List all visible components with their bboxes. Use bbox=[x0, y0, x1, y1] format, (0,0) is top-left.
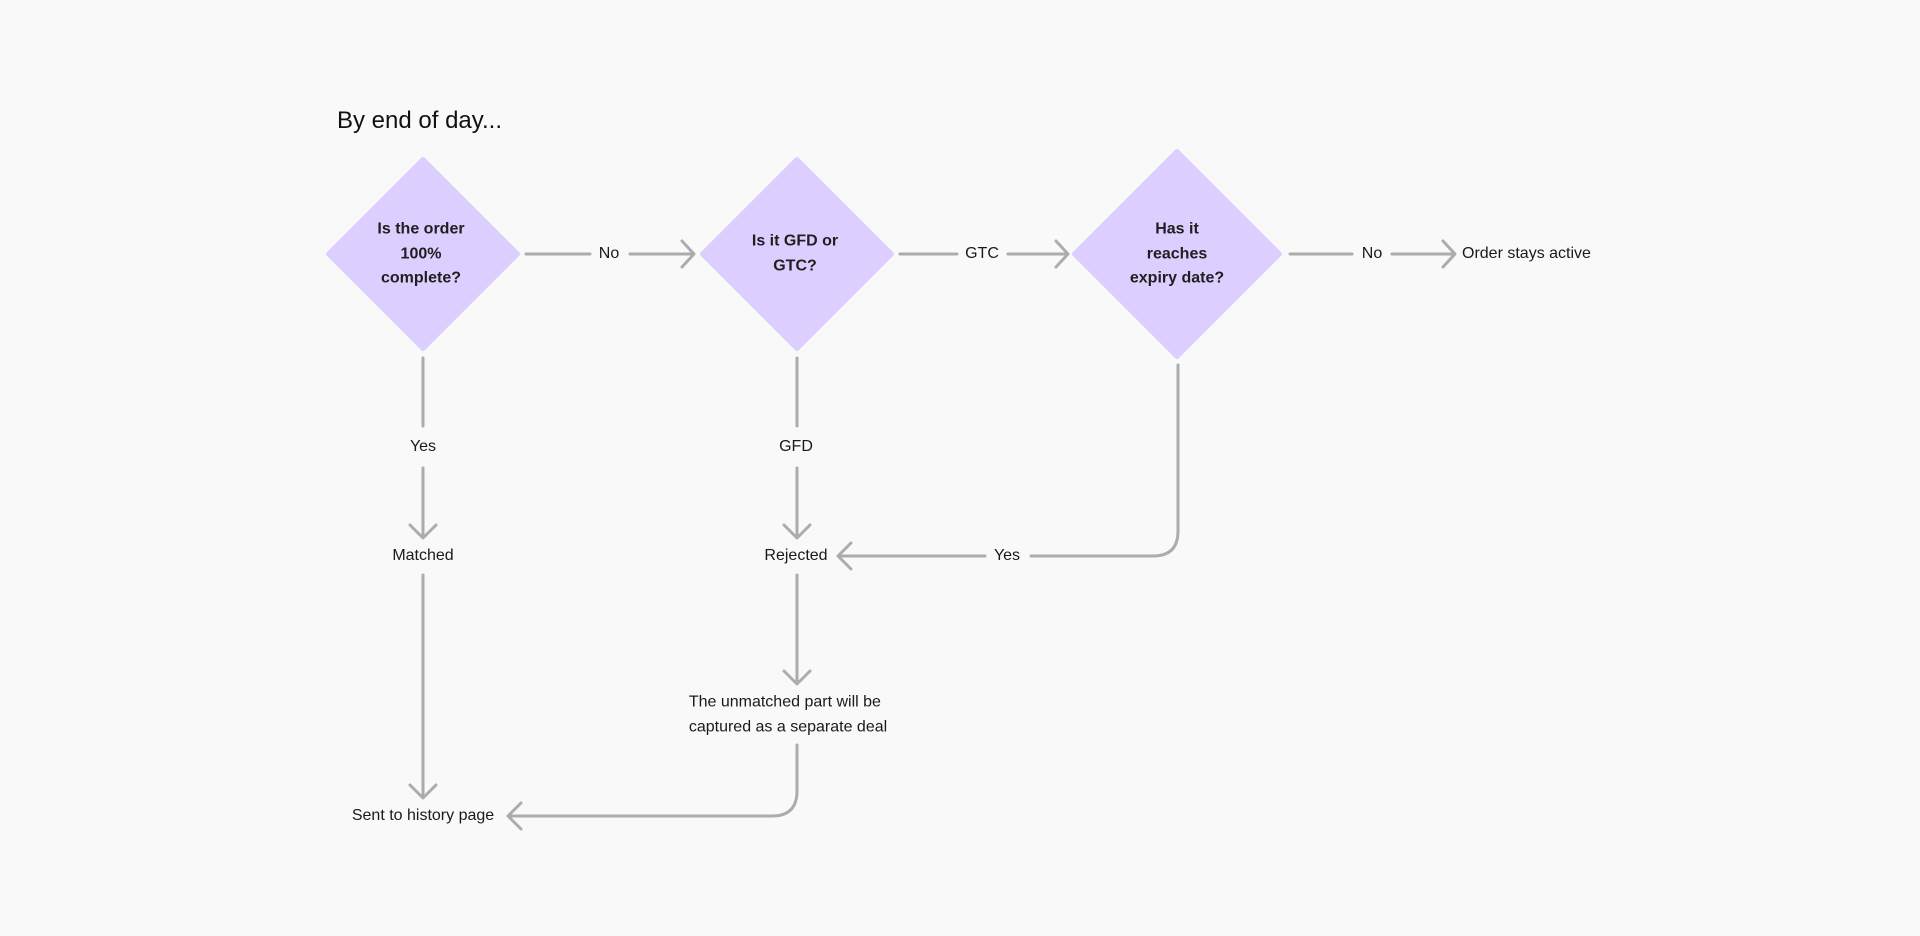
connector-gfd-arrow bbox=[782, 466, 812, 540]
outcome-unmatched-line-2: captured as a separate deal bbox=[688, 718, 888, 735]
edge-label-gfd: GFD bbox=[779, 438, 813, 455]
connector-unmatched-history bbox=[506, 743, 799, 831]
decision-gfd-gtc-text: Is it GFD or GTC? bbox=[752, 230, 838, 279]
decision-gfd-gtc-line-2: GTC? bbox=[773, 257, 817, 274]
outcome-rejected: Rejected bbox=[764, 547, 828, 564]
decision-expiry-line-1: Has it bbox=[1155, 220, 1199, 238]
decision-diamond-expiry bbox=[1072, 149, 1282, 359]
outcome-matched: Matched bbox=[392, 547, 454, 564]
outcome-unmatched-part: The unmatched part will be captured as a… bbox=[689, 691, 887, 740]
connector-gtc-arrow bbox=[1006, 239, 1070, 269]
decision-expiry-line-3: expiry date? bbox=[1129, 269, 1225, 287]
decision-expiry-line-2: reaches bbox=[1146, 244, 1208, 262]
edge-label-no-1: No bbox=[598, 245, 620, 262]
decision-gfd-gtc-line-1: Is it GFD or bbox=[751, 232, 839, 250]
connector-yes-1-arrow bbox=[408, 466, 438, 540]
edge-label-no-2: No bbox=[1361, 245, 1383, 262]
edge-label-yes-1: Yes bbox=[409, 438, 437, 455]
decision-expiry-text: Has it reaches expiry date? bbox=[1130, 217, 1224, 291]
edge-label-yes-2: Yes bbox=[993, 547, 1021, 564]
decision-order-complete-text: Is the order 100% complete? bbox=[377, 217, 464, 291]
decision-order-complete-line-2: 100% bbox=[400, 244, 442, 262]
outcome-unmatched-line-1: The unmatched part will be bbox=[688, 693, 881, 711]
connector-yes-2-arrow bbox=[836, 541, 987, 571]
diagram-title: By end of day... bbox=[337, 107, 502, 134]
connector-matched-history bbox=[408, 573, 438, 800]
connector-no-2-arrow bbox=[1390, 239, 1457, 269]
outcome-sent-to-history: Sent to history page bbox=[351, 807, 495, 824]
connector-rejected-unmatched bbox=[782, 573, 812, 686]
decision-order-complete-line-3: complete? bbox=[380, 269, 462, 287]
outcome-order-stays-active: Order stays active bbox=[1462, 245, 1591, 262]
decision-diamond-order-complete bbox=[326, 157, 520, 351]
decision-diamond-gfd-gtc bbox=[700, 157, 894, 351]
decision-order-complete-line-1: Is the order bbox=[377, 220, 465, 238]
connector-no-1-arrow bbox=[628, 239, 696, 269]
edge-label-gtc: GTC bbox=[965, 245, 999, 262]
connector-yes-2 bbox=[1029, 363, 1180, 558]
